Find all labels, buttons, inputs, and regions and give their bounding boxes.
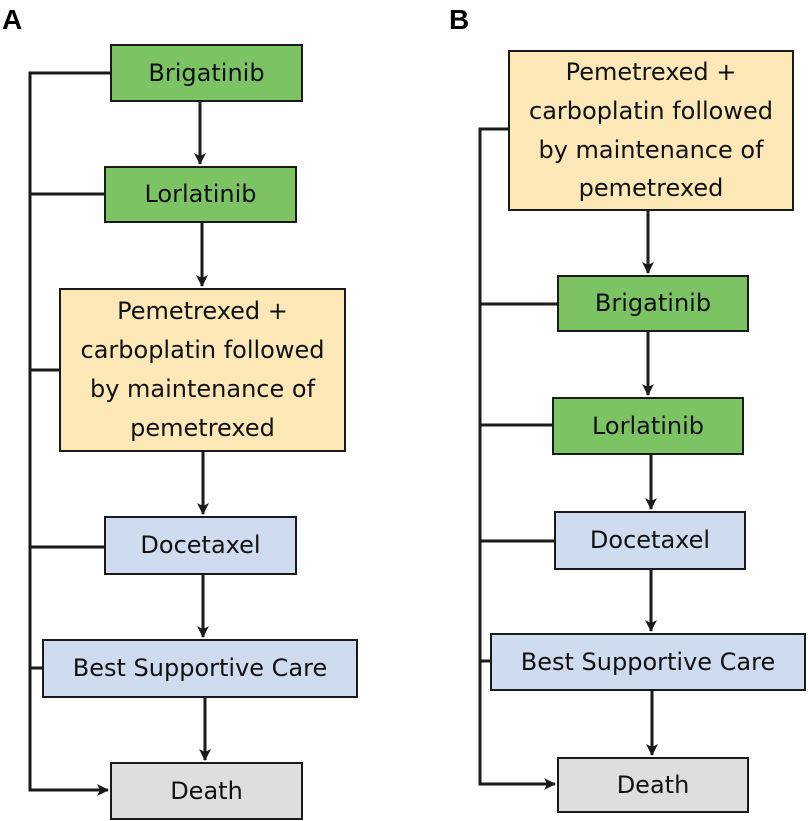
a-node-death: Death xyxy=(110,762,303,820)
a-node-best-supportive-care: Best Supportive Care xyxy=(42,639,358,698)
a-death-bus xyxy=(28,71,110,796)
b-node-best-supportive-care: Best Supportive Care xyxy=(490,633,806,691)
panel-a-label: A xyxy=(2,4,23,35)
b-node-lorlatinib: Lorlatinib xyxy=(552,397,744,455)
a-node-lorlatinib: Lorlatinib xyxy=(104,166,297,223)
a-node-pemetrexed: Pemetrexed + carboplatin followed by mai… xyxy=(59,288,346,452)
panel-b-label: B xyxy=(449,4,470,35)
b-node-docetaxel: Docetaxel xyxy=(554,511,746,570)
b-node-death: Death xyxy=(557,757,749,813)
a-node-brigatinib: Brigatinib xyxy=(110,44,303,102)
b-node-pemetrexed: Pemetrexed + carboplatin followed by mai… xyxy=(508,50,794,211)
b-node-brigatinib: Brigatinib xyxy=(557,275,749,332)
b-death-bus xyxy=(478,127,556,790)
a-node-docetaxel: Docetaxel xyxy=(104,516,297,575)
